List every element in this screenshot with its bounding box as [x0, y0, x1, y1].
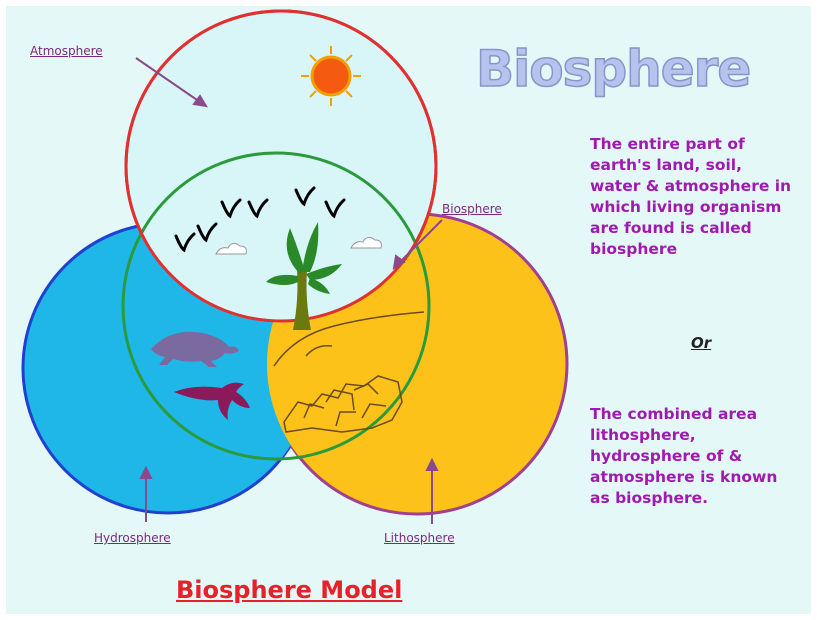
atmosphere-label: Atmosphere: [30, 44, 103, 58]
definition-line: atmosphere is known: [590, 467, 777, 488]
page-title: Biosphere: [476, 40, 750, 98]
definition-line: which living organism: [590, 197, 791, 218]
definition-line: are found is called: [590, 218, 791, 239]
definition-line: water & atmosphere in: [590, 176, 791, 197]
lithosphere-label: Lithosphere: [384, 531, 455, 545]
definition-line: earth's land, soil,: [590, 155, 791, 176]
slide: Atmosphere Biosphere Hydrosphere Lithosp…: [6, 6, 811, 614]
definition-line: lithosphere,: [590, 425, 777, 446]
definition-line: The combined area: [590, 404, 777, 425]
alternate-definition-text: The combined area lithosphere, hydrosphe…: [590, 404, 777, 509]
definition-line: hydrosphere of &: [590, 446, 777, 467]
definition-text: The entire part of earth's land, soil, w…: [590, 134, 791, 260]
definition-line: The entire part of: [590, 134, 791, 155]
hydrosphere-label: Hydrosphere: [94, 531, 171, 545]
or-separator: Or: [691, 334, 711, 352]
biosphere-label: Biosphere: [442, 202, 502, 216]
definition-line: as biosphere.: [590, 488, 777, 509]
definition-line: biosphere: [590, 239, 791, 260]
diagram-caption: Biosphere Model: [176, 576, 402, 604]
